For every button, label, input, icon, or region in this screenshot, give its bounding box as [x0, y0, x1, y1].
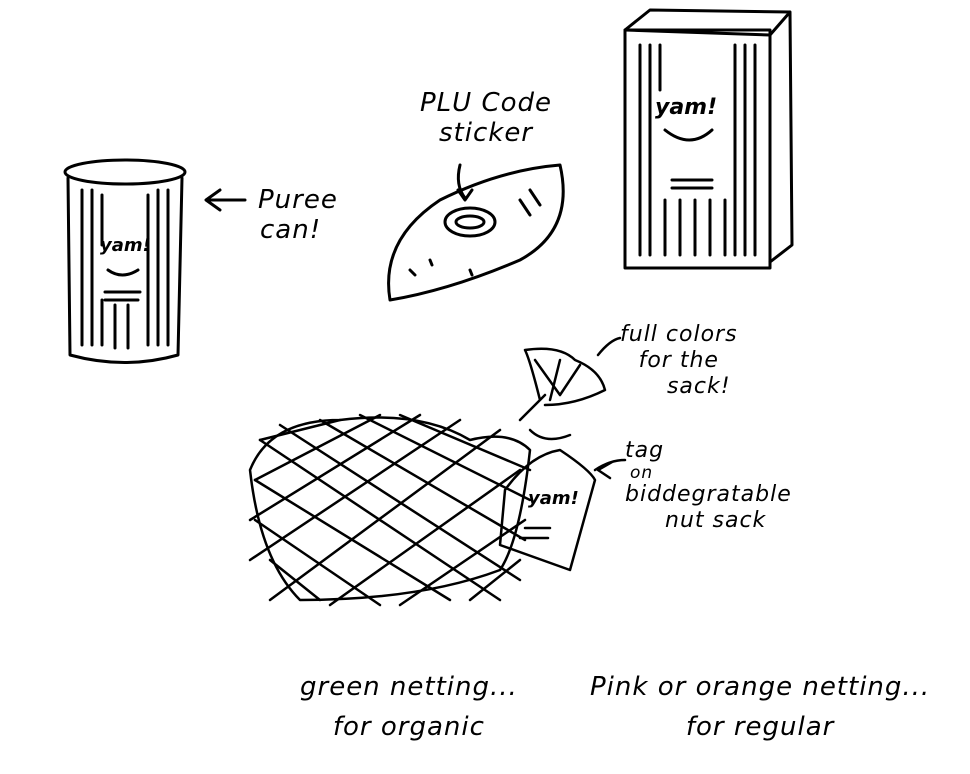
tag-brand: yam! — [528, 488, 579, 509]
net-sack-drawing — [248, 336, 627, 607]
colors-line-3: sack! — [666, 374, 731, 399]
full-colors-label: full colors for the sack! — [620, 322, 738, 400]
colors-line-1: full colors — [620, 322, 738, 347]
puree-line-1: Puree — [258, 185, 338, 215]
box-brand: yam! — [655, 95, 718, 120]
plu-line-1: PLU Code — [420, 88, 553, 118]
can-brand: yam! — [100, 235, 151, 256]
tag-line-2: on — [630, 463, 654, 483]
plu-code-label: PLU Code sticker — [420, 88, 552, 148]
colors-line-2: for the — [638, 348, 719, 373]
tag-line-1: tag — [625, 438, 665, 463]
sweet-potato-drawing — [387, 163, 565, 302]
puree-can-label: Puree can! — [258, 185, 338, 245]
yam-box-drawing — [623, 8, 794, 270]
tag-line-4: nut sack — [665, 508, 767, 533]
green-line-1: green netting... — [300, 672, 518, 702]
puree-line-2: can! — [260, 215, 322, 245]
green-line-2: for organic — [332, 712, 485, 742]
tag-line-3: biddegratable — [625, 482, 792, 507]
puree-can-drawing — [63, 158, 247, 364]
green-netting-label: green netting... for organic — [300, 672, 518, 742]
pink-netting-label: Pink or orange netting... for regular — [590, 672, 930, 742]
plu-line-2: sticker — [439, 118, 534, 148]
pink-line-1: Pink or orange netting... — [590, 672, 931, 702]
pink-line-2: for regular — [685, 712, 835, 742]
tag-label: tag on biddegratable nut sack — [625, 438, 792, 534]
